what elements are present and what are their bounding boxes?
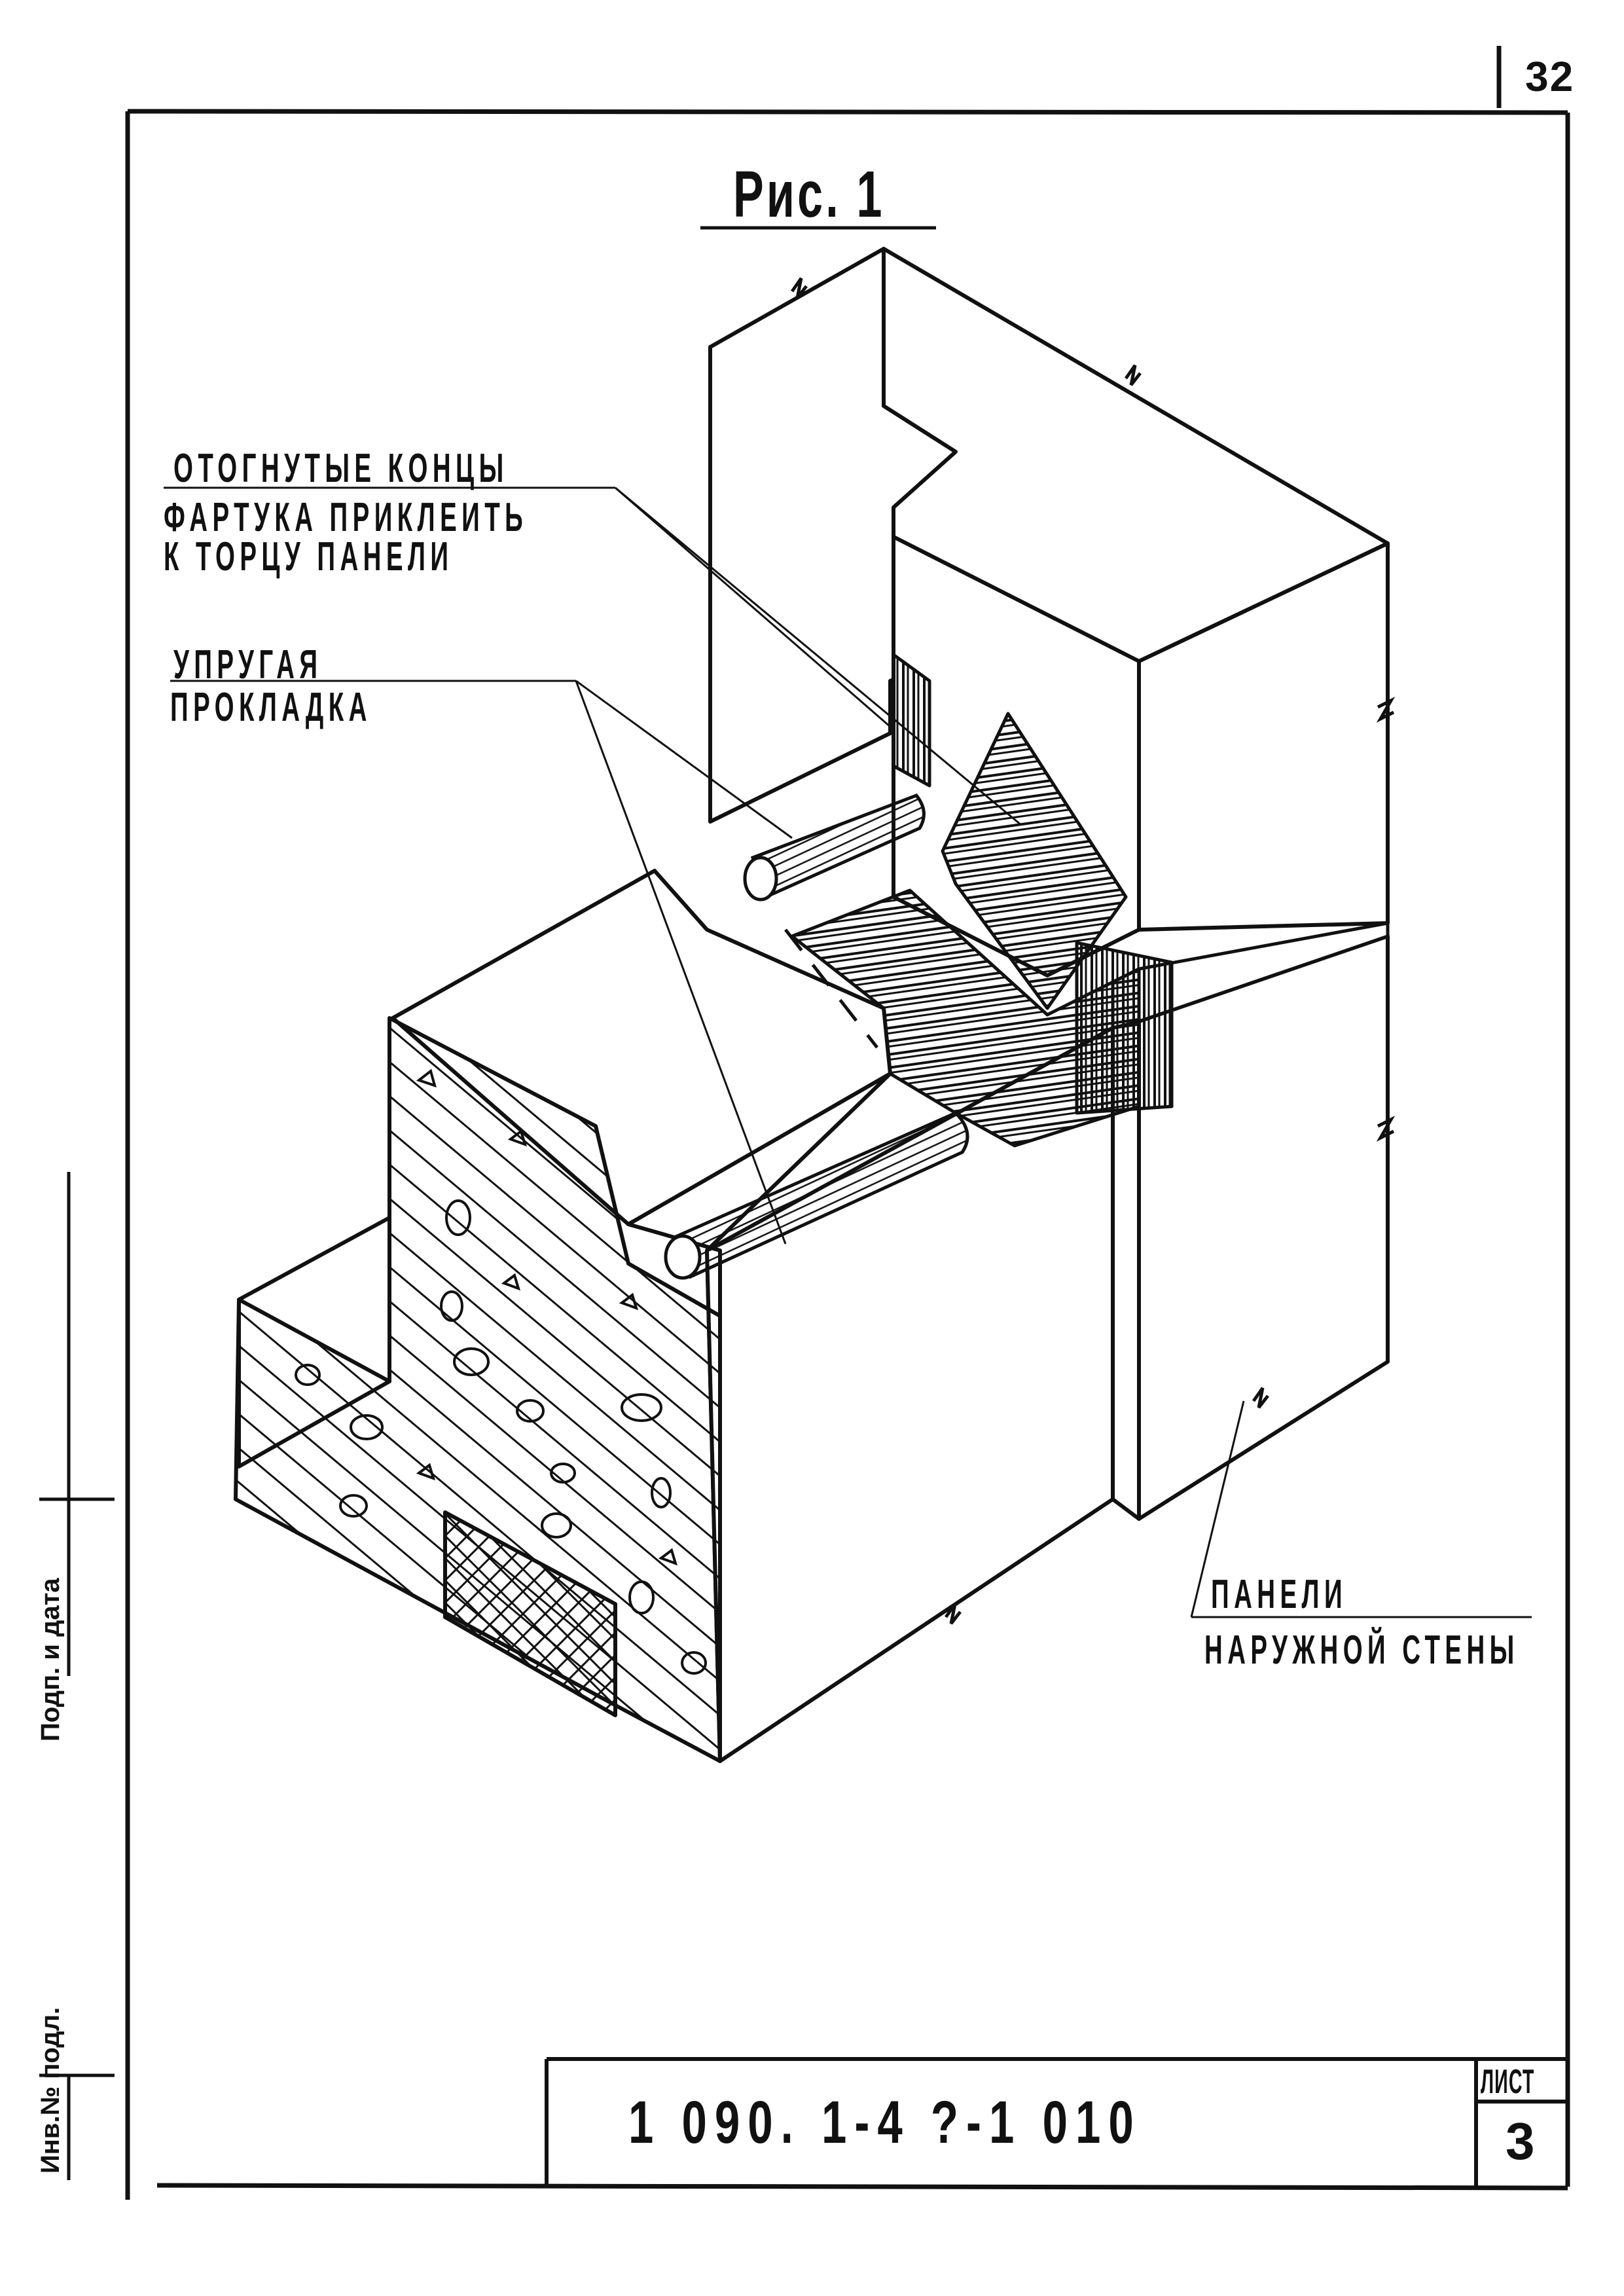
gasket-label-line2: ПРОКЛАДКА [170,685,372,730]
aggregate-marks [295,1068,707,1675]
apron-label-line1: ОТОГНУТЫЕ КОНЦЫ [173,446,509,491]
panels-label-line2: НАРУЖНОЙ СТЕНЫ [1204,1628,1519,1673]
margin-stamp-lines [39,1172,115,2180]
sheet-label: ЛИСТ [1481,2063,1535,2101]
apron-label-line2: ФАРТУКА ПРИКЛЕИТЬ [164,495,528,540]
leader-lines [164,486,1532,1618]
floor-slab [234,869,892,1763]
margin-stamp-lower: Инв.№ подл. [36,2007,65,2174]
panels-label-line1: ПАНЕЛИ [1211,1572,1348,1617]
apron-membrane [790,653,1174,1148]
sheet-frame [125,46,1570,2200]
margin-stamp-upper: Подп. и дата [36,1578,65,1741]
sheet-value: 3 [1506,2112,1543,2170]
apron-label-line3: К ТОРЦУ ПАНЕЛИ [164,534,454,579]
document-code: 1 090. 1-4 ?-1 010 [628,2089,1142,2156]
figure-title: Рис. 1 [733,158,885,231]
sheet-number: 32 [1525,53,1575,100]
gasket-label-line1: УПРУГАЯ [173,642,323,687]
hidden-line [784,928,878,1049]
gasket-rods [664,793,969,1280]
break-marks [790,277,1396,1625]
title-block [545,2057,1568,2187]
